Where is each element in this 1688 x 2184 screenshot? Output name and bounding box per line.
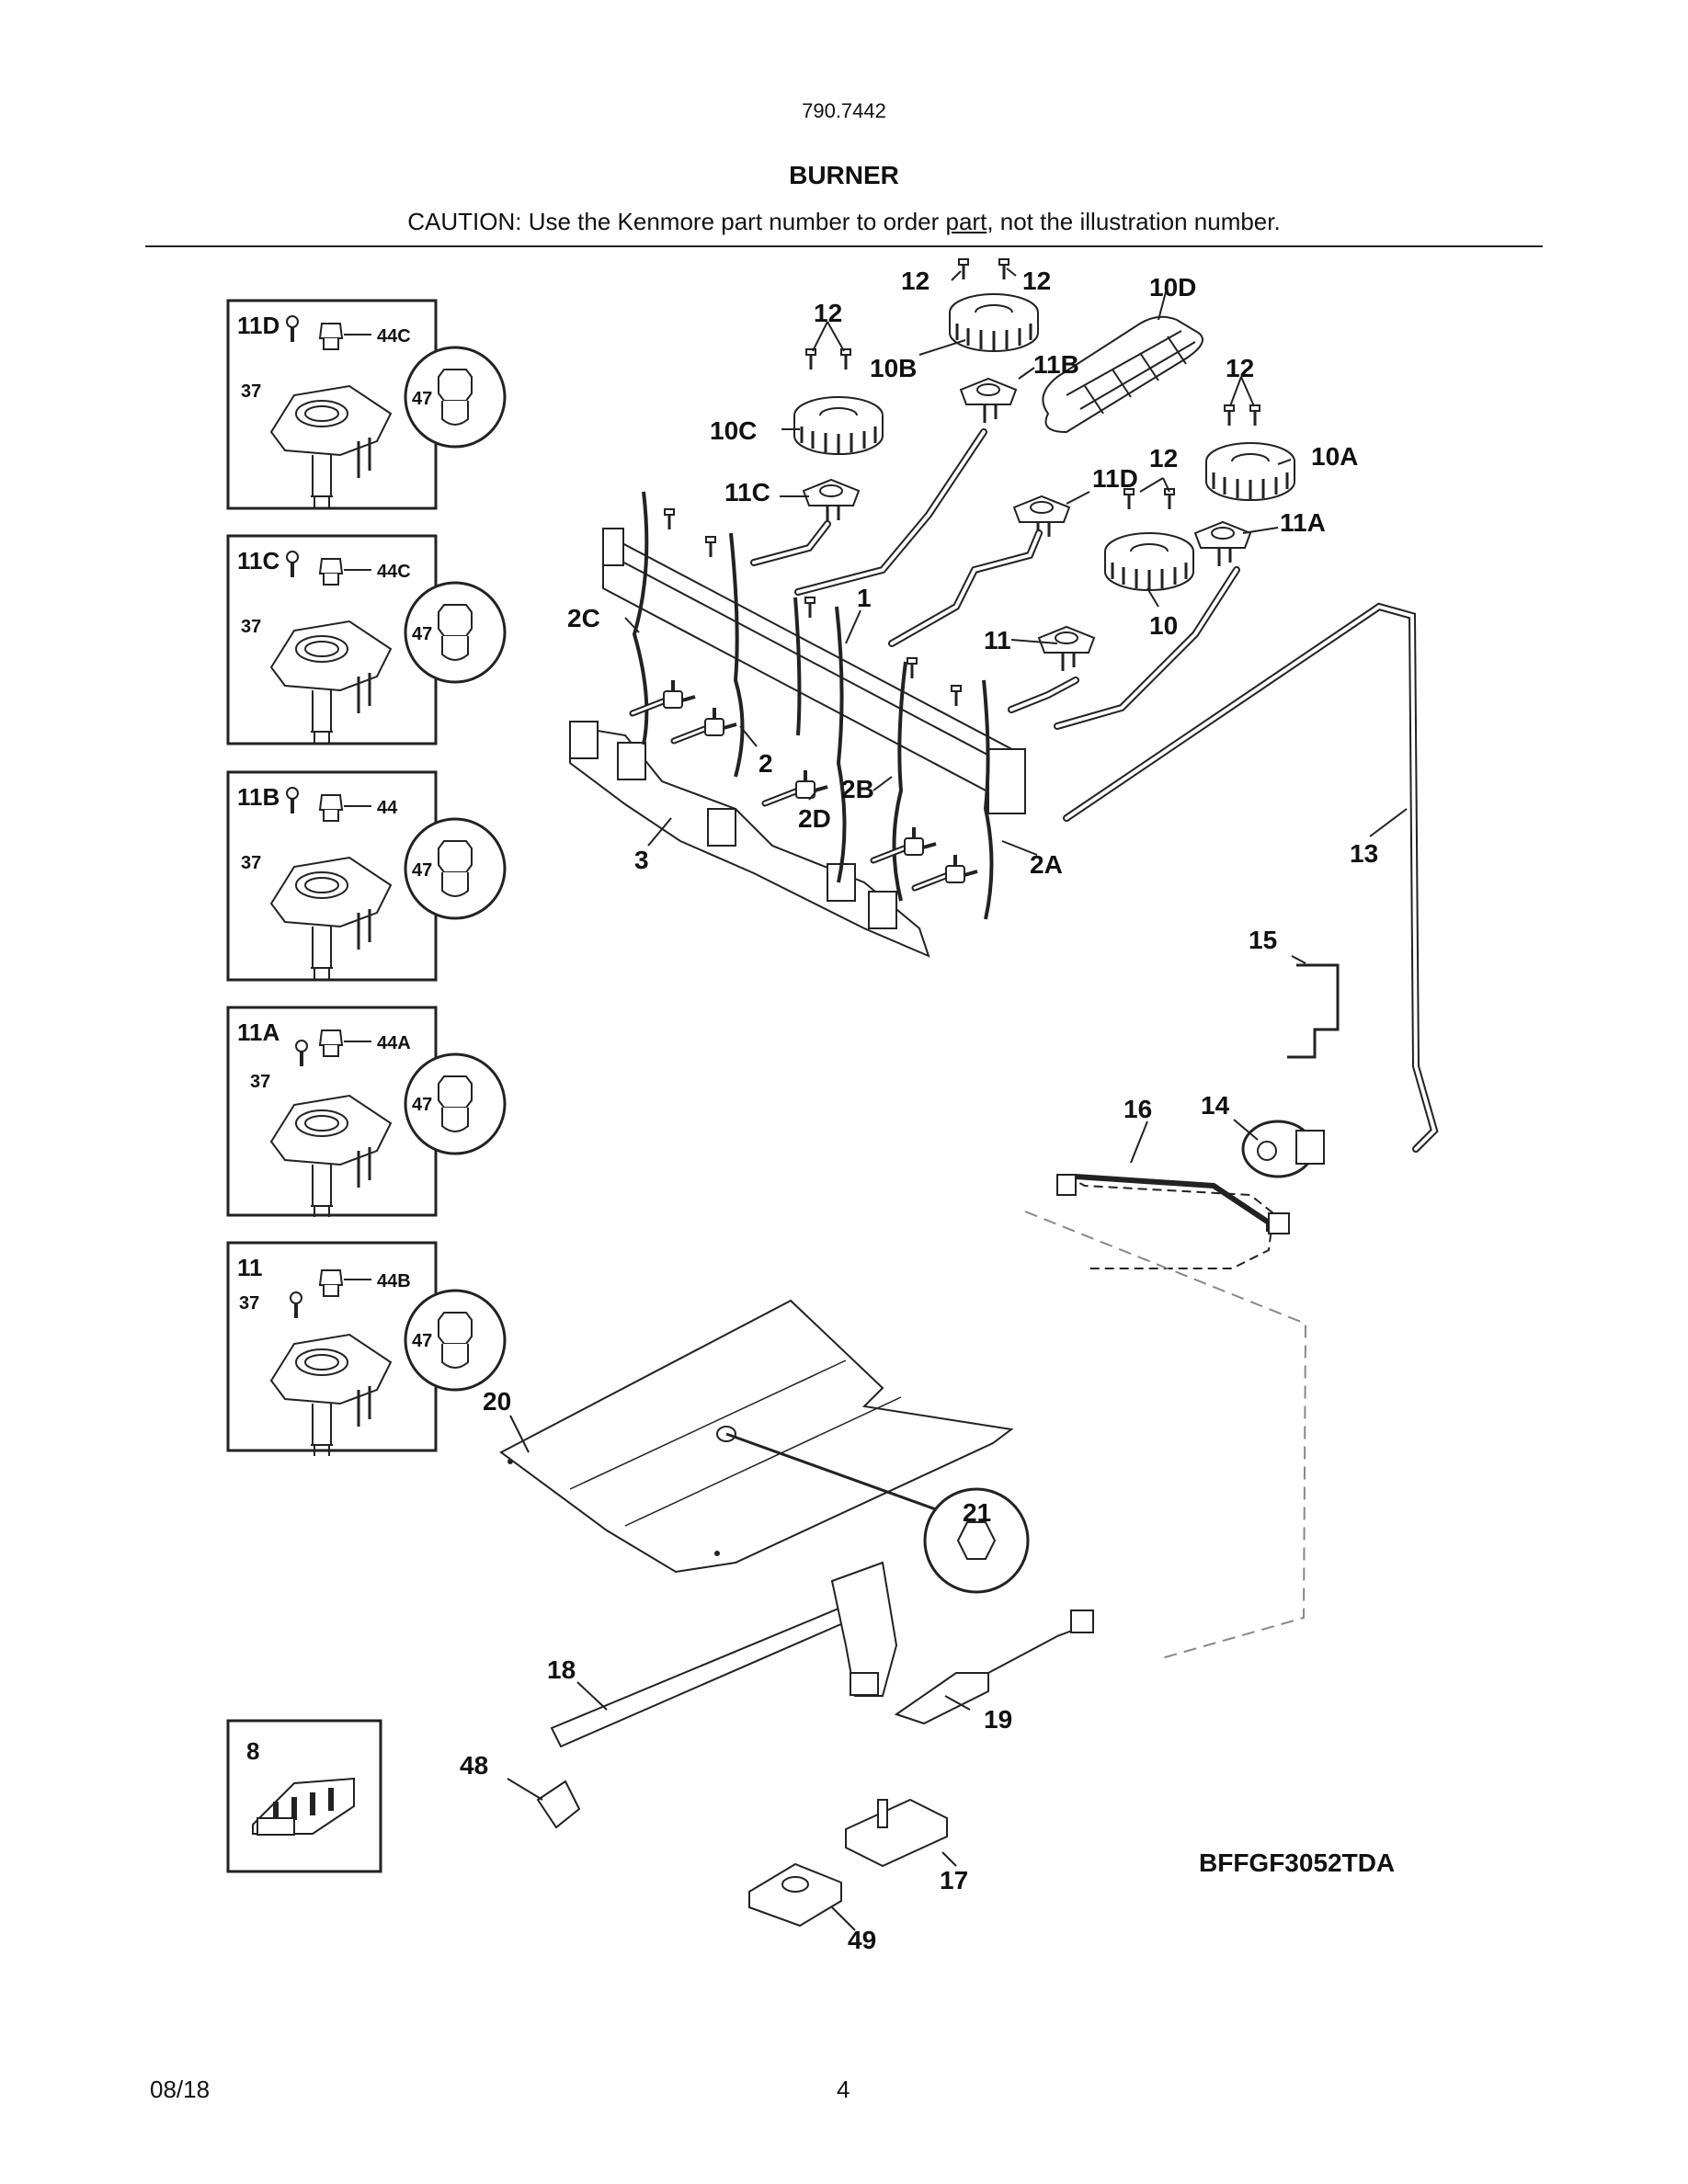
- callout-16: 16: [1123, 1095, 1152, 1123]
- caution-prefix: CAUTION: Use the Kenmore part number to …: [407, 208, 946, 235]
- page-number: 4: [837, 2076, 850, 2103]
- callout-12c: 12: [814, 299, 842, 327]
- callout-10b: 10B: [870, 354, 917, 382]
- inset-title: 11: [237, 1254, 263, 1281]
- callout-12a: 12: [901, 267, 930, 295]
- model-code: BFFGF3052TDA: [1199, 1848, 1395, 1877]
- inset-cap-label: 44A: [377, 1033, 411, 1053]
- inset-11: 11 44B 37 47: [226, 1241, 507, 1458]
- callout-12d: 12: [1226, 354, 1254, 382]
- inset-orifice-label: 47: [412, 860, 432, 881]
- inset-cap-label: 44C: [377, 562, 411, 582]
- callout-11: 11: [984, 626, 1011, 654]
- callout-2a: 2A: [1030, 850, 1063, 879]
- nut-21: [923, 1487, 1030, 1594]
- callout-11a: 11A: [1280, 508, 1326, 537]
- callout-12b: 12: [1022, 267, 1051, 295]
- bake-burner-18: [550, 1561, 898, 1748]
- clip-48: [536, 1780, 581, 1829]
- valve-bracket: [569, 721, 930, 958]
- callout-labels: 12 12 10D 12 10B 11B 12 10C 12 10A 11D 1…: [460, 267, 1378, 1954]
- callout-2c: 2C: [567, 604, 600, 632]
- inset-title: 8: [246, 1737, 259, 1765]
- callout-11b: 11B: [1033, 350, 1079, 379]
- pressure-regulator: [1056, 963, 1340, 1269]
- group-braces: [632, 491, 994, 920]
- header-rule: [145, 245, 1543, 247]
- callout-12e: 12: [1149, 444, 1178, 472]
- inset-screw-label: 37: [241, 853, 261, 873]
- inset-8: 8: [226, 1719, 382, 1873]
- callout-10d: 10D: [1149, 273, 1196, 301]
- inset-11a: 11A 44A 37 47: [226, 1006, 507, 1219]
- callout-17: 17: [940, 1866, 968, 1894]
- model-number: 790.7442: [802, 99, 886, 122]
- callout-49: 49: [848, 1926, 876, 1954]
- inset-orifice-label: 47: [412, 624, 432, 644]
- callout-48: 48: [460, 1751, 488, 1780]
- callout-11d: 11D: [1092, 464, 1138, 493]
- manifold-rail: [602, 528, 1026, 814]
- footer-date: 08/18: [150, 2076, 211, 2103]
- inset-title: 11A: [237, 1018, 279, 1046]
- inset-orifice-label: 47: [412, 1095, 432, 1115]
- inset-cap-label: 44: [377, 798, 398, 818]
- section-title: BURNER: [789, 161, 899, 189]
- callout-2b: 2B: [841, 775, 874, 803]
- inset-screw-label: 37: [241, 381, 261, 402]
- caution-note: CAUTION: Use the Kenmore part number to …: [0, 208, 1688, 236]
- callout-2d: 2D: [798, 804, 831, 833]
- inset-11d: 11D 44C 37 47: [226, 299, 507, 510]
- callout-20: 20: [483, 1387, 511, 1416]
- callout-19: 19: [984, 1705, 1012, 1734]
- callout-18: 18: [547, 1655, 576, 1684]
- inset-title: 11C: [237, 547, 279, 574]
- igniter-19: [894, 1610, 1095, 1725]
- inset-screw-label: 37: [250, 1072, 270, 1092]
- inset-title: 11B: [237, 783, 279, 811]
- callout-10c: 10C: [710, 416, 757, 445]
- bracket-49: [748, 1862, 842, 1928]
- inset-screw-label: 37: [241, 617, 261, 637]
- callout-2: 2: [758, 749, 773, 778]
- inset-cap-label: 44C: [377, 326, 411, 347]
- inset-11c: 11C 44C 37 47: [226, 534, 507, 745]
- caution-suffix: , not the illustration number.: [987, 208, 1281, 235]
- caution-underlined: part: [945, 208, 987, 235]
- callout-3: 3: [634, 846, 649, 874]
- inset-screw-label: 37: [239, 1293, 259, 1314]
- callout-1: 1: [857, 584, 872, 612]
- inset-orifice-label: 47: [412, 389, 432, 409]
- callout-15: 15: [1249, 926, 1277, 954]
- callout-14: 14: [1201, 1091, 1230, 1120]
- inset-11b: 11B 44 37 47: [226, 770, 507, 982]
- callout-11c: 11C: [724, 478, 770, 506]
- leader-lines: [507, 267, 1408, 1931]
- callout-21: 21: [963, 1498, 991, 1527]
- inset-title: 11D: [237, 312, 279, 339]
- oval-burner-10d: [1042, 315, 1203, 434]
- callout-10: 10: [1149, 611, 1178, 640]
- assembly-boundary: [1024, 1211, 1307, 1660]
- inset-orifice-label: 47: [412, 1331, 432, 1351]
- inset-cap-label: 44B: [377, 1271, 411, 1291]
- nut-leader: [725, 1432, 957, 1519]
- callout-10a: 10A: [1311, 442, 1358, 471]
- valve-17: [845, 1798, 948, 1868]
- callout-13: 13: [1350, 839, 1378, 868]
